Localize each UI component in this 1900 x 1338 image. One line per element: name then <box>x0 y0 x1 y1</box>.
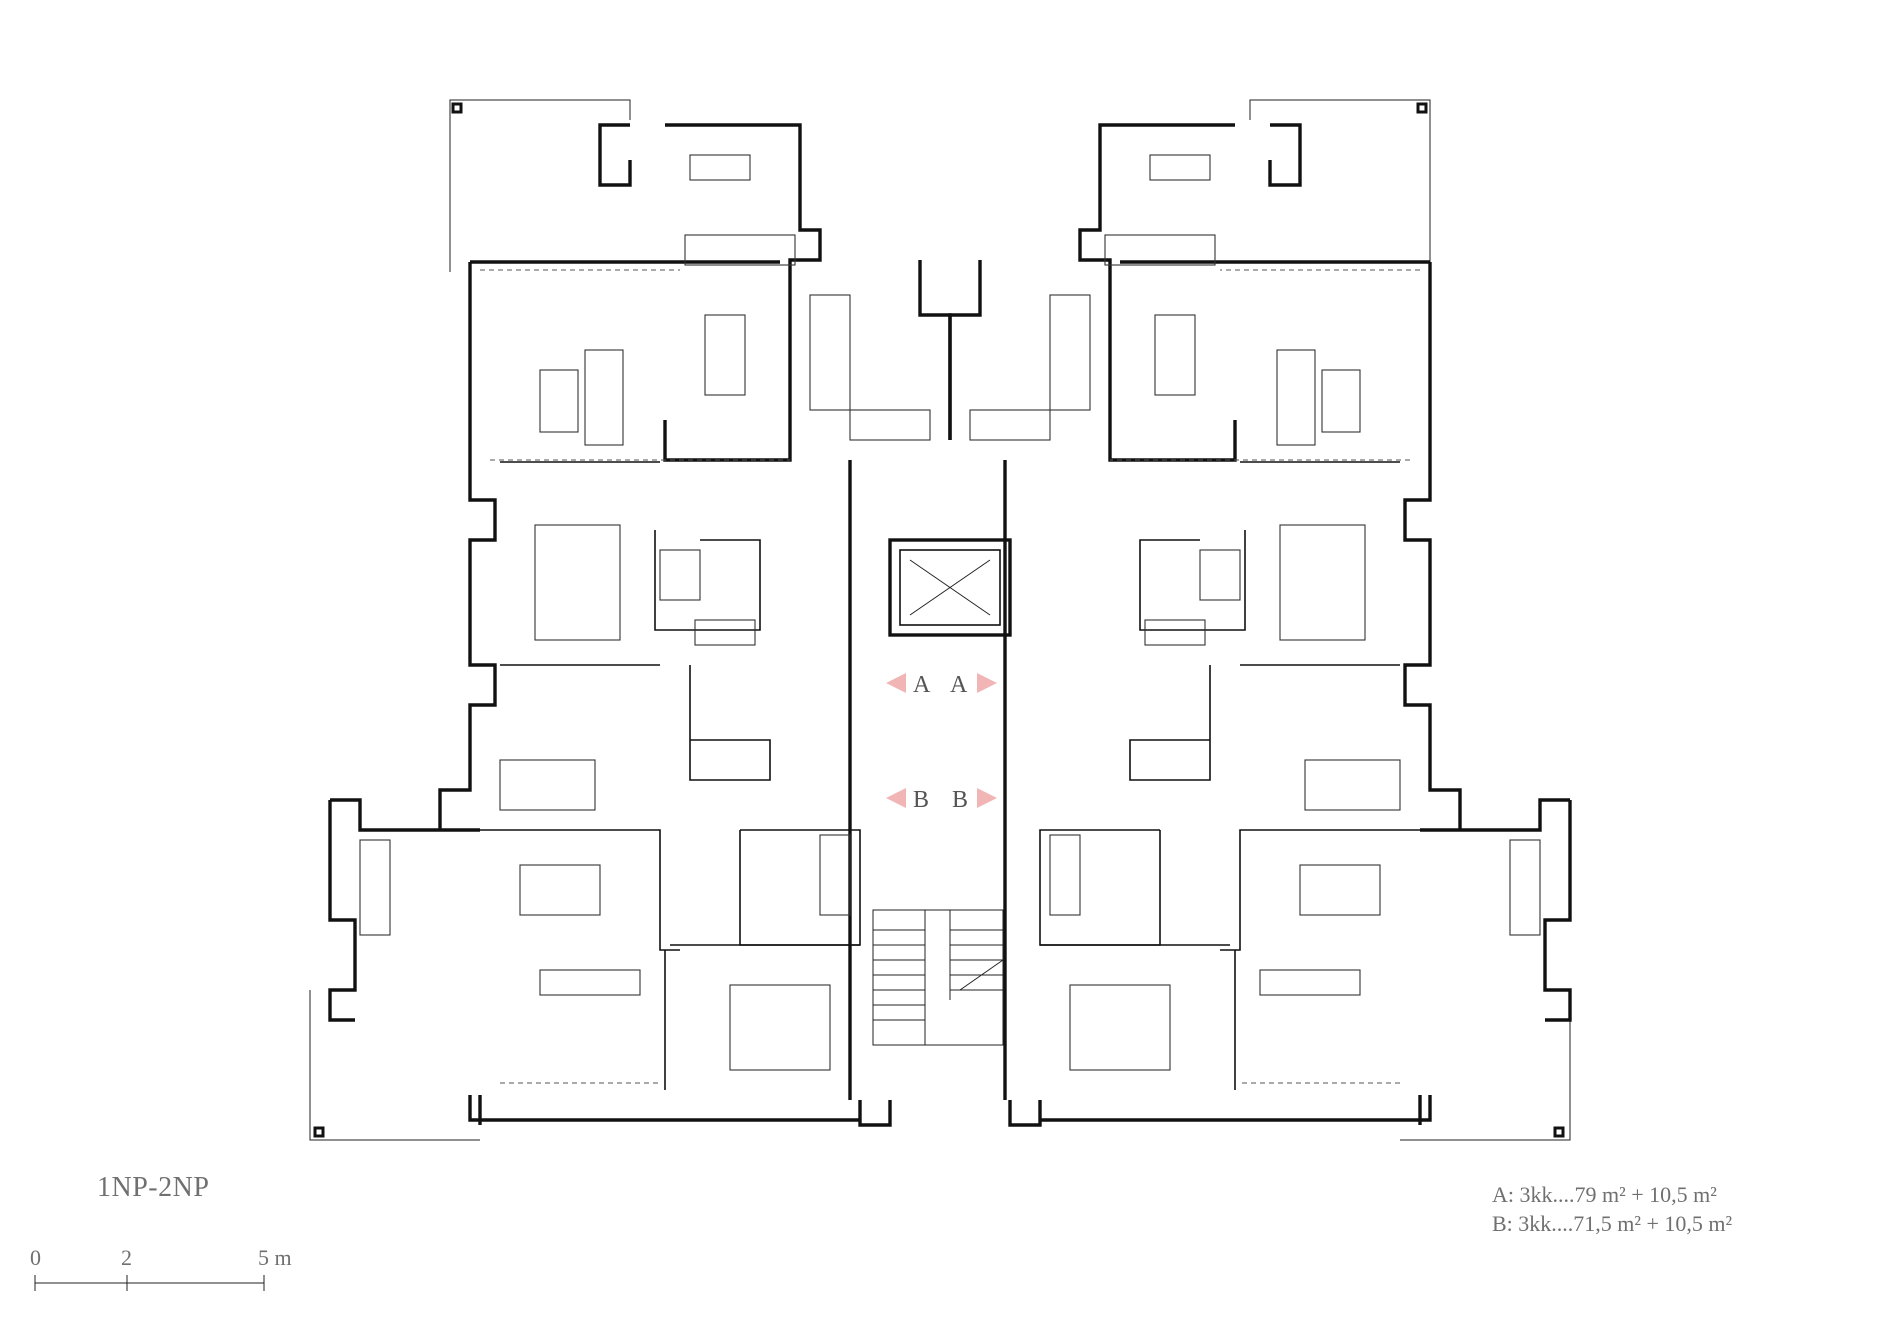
unit-arrow-a-left <box>886 673 906 693</box>
unit-markers: A A B B <box>886 672 997 813</box>
unit-label-b-right: B <box>952 787 968 813</box>
furniture-left <box>359 154 931 1071</box>
unit-label-b-left: B <box>913 787 929 813</box>
scale-bar <box>34 1275 265 1291</box>
scale-tick-0: 0 <box>30 1245 41 1270</box>
walls-right <box>948 123 1572 1127</box>
unit-legend: A: 3kk....79 m² + 10,5 m² B: 3kk....71,5… <box>1492 1180 1732 1238</box>
unit-label-a-right: A <box>950 672 968 698</box>
partitions-right <box>1039 269 1420 1090</box>
unit-arrow-b-right <box>977 788 997 808</box>
furniture-right <box>969 154 1541 1071</box>
walls-left <box>328 123 952 1127</box>
scale-tick-2: 2 <box>121 1245 132 1270</box>
floor-title: 1NP-2NP <box>97 1172 210 1203</box>
partitions-left <box>480 269 861 1090</box>
balconies <box>309 99 1571 1141</box>
unit-arrow-b-left <box>886 788 906 808</box>
unit-arrow-a-right <box>977 673 997 693</box>
unit-label-a-left: A <box>913 672 931 698</box>
scale-tick-5m: 5 m <box>258 1245 292 1270</box>
central-core <box>848 460 1012 1100</box>
staircase <box>872 909 1004 1046</box>
legend-unit-b: B: 3kk....71,5 m² + 10,5 m² <box>1492 1211 1733 1236</box>
legend-unit-a: A: 3kk....79 m² + 10,5 m² <box>1492 1182 1717 1207</box>
